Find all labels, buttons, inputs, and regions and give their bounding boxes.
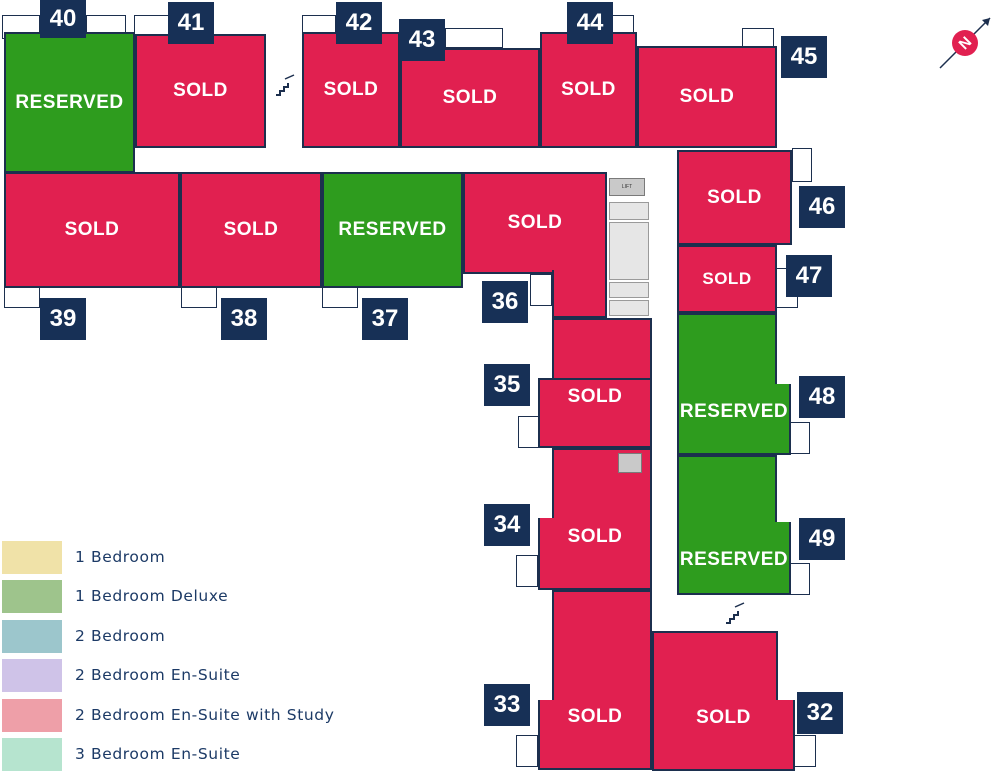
unit-number-badge: 33 (484, 684, 530, 726)
unit-number-badge: 41 (168, 2, 214, 44)
legend-label: 1 Bedroom Deluxe (75, 587, 229, 605)
unit-status: SOLD (173, 80, 228, 101)
unit-number-badge: 35 (484, 364, 530, 406)
unit-49-main[interactable]: RESERVED (677, 522, 791, 595)
unit-status: SOLD (567, 526, 623, 547)
unit-48-main[interactable]: RESERVED (677, 384, 791, 455)
unit-43[interactable]: SOLD (400, 48, 540, 148)
legend-swatch (2, 619, 62, 653)
unit-status: SOLD (64, 219, 120, 240)
unit-41[interactable]: SOLD (135, 34, 266, 148)
balcony (518, 416, 540, 448)
balcony (445, 28, 503, 48)
balcony (181, 286, 217, 308)
legend-label: 3 Bedroom En-Suite (75, 745, 241, 763)
legend-item-3-bedroom-en-suite[interactable]: 3 Bedroom En-Suite (2, 737, 422, 771)
unit-number-badge: 45 (781, 36, 827, 78)
legend-swatch (2, 540, 62, 574)
north-arrow-icon: N (939, 17, 991, 69)
unit-47[interactable]: SOLD (677, 245, 777, 313)
legend-swatch (2, 658, 62, 692)
unit-status: SOLD (707, 186, 762, 208)
balcony (322, 286, 358, 308)
lift-shaft (609, 202, 649, 220)
legend-item-2-bedroom-en-suite[interactable]: 2 Bedroom En-Suite (2, 658, 422, 692)
unit-number-badge: 38 (221, 298, 267, 340)
unit-status: SOLD (567, 386, 623, 407)
unit-33-main[interactable]: SOLD (538, 700, 652, 770)
unit-status: SOLD (567, 706, 623, 727)
balcony (4, 286, 40, 308)
unit-number-badge: 39 (40, 298, 86, 340)
unit-40[interactable]: RESERVED (4, 32, 135, 173)
unit-status: SOLD (561, 79, 616, 100)
legend-label: 2 Bedroom En-Suite with Study (75, 706, 335, 724)
unit-status: RESERVED (679, 548, 789, 570)
lift-shaft (609, 300, 649, 316)
unit-status: SOLD (696, 706, 751, 728)
unit-number-badge: 46 (799, 186, 845, 228)
legend-item-2-bedroom[interactable]: 2 Bedroom (2, 619, 422, 653)
legend-item-2-bedroom-en-suite-study[interactable]: 2 Bedroom En-Suite with Study (2, 698, 422, 732)
unit-35-main[interactable]: SOLD (538, 378, 652, 448)
unit-39[interactable]: SOLD (4, 172, 180, 288)
unit-number-badge: 42 (336, 2, 382, 44)
legend-label: 2 Bedroom (75, 627, 166, 645)
unit-number-badge: 34 (484, 504, 530, 546)
unit-status: SOLD (507, 212, 563, 233)
balcony (516, 555, 538, 587)
unit-44[interactable]: SOLD (540, 32, 637, 148)
unit-46[interactable]: SOLD (677, 150, 792, 245)
balcony (530, 274, 552, 306)
balcony (516, 735, 538, 767)
unit-37[interactable]: RESERVED (322, 172, 463, 288)
lift-icon: LIFT (609, 178, 645, 196)
unit-number-badge: 44 (567, 2, 613, 44)
balcony (794, 735, 816, 767)
unit-number-badge: 43 (399, 19, 445, 61)
stairs-icon (272, 70, 298, 100)
unit-status: SOLD (702, 269, 752, 288)
unit-36-leg[interactable] (552, 270, 607, 318)
unit-number-badge: 37 (362, 298, 408, 340)
balcony (792, 148, 812, 182)
balcony (790, 422, 810, 454)
lift-shaft (609, 222, 649, 280)
unit-36[interactable]: SOLD (463, 172, 607, 274)
unit-number-badge: 32 (797, 692, 843, 734)
legend-label: 1 Bedroom (75, 548, 166, 566)
unit-number-badge: 49 (799, 518, 845, 560)
unit-status: RESERVED (679, 400, 789, 422)
unit-32-main[interactable]: SOLD (652, 700, 795, 771)
unit-number-badge: 48 (799, 376, 845, 418)
unit-number-badge: 36 (482, 281, 528, 323)
unit-34-main[interactable]: SOLD (538, 518, 652, 590)
balcony (742, 28, 774, 48)
unit-status: RESERVED (15, 91, 124, 113)
legend-swatch (2, 698, 62, 732)
legend-label: 2 Bedroom En-Suite (75, 666, 241, 684)
unit-38[interactable]: SOLD (180, 172, 322, 288)
unit-status: RESERVED (338, 219, 447, 240)
legend-item-1-bedroom[interactable]: 1 Bedroom (2, 540, 422, 574)
unit-45[interactable]: SOLD (637, 46, 777, 148)
lift-shaft (609, 282, 649, 298)
legend-item-1-bedroom-deluxe[interactable]: 1 Bedroom Deluxe (2, 579, 422, 613)
unit-number-badge: 47 (786, 255, 832, 297)
unit-status: SOLD (223, 219, 279, 240)
unit-status: SOLD (323, 79, 379, 100)
legend-swatch (2, 579, 62, 613)
stairs-icon (722, 598, 748, 628)
lift-icon (618, 453, 642, 473)
unit-status: SOLD (679, 86, 735, 107)
unit-status: SOLD (442, 87, 498, 108)
balcony (790, 563, 810, 595)
legend-swatch (2, 737, 62, 771)
unit-42[interactable]: SOLD (302, 32, 400, 148)
unit-number-badge: 40 (40, 0, 86, 38)
